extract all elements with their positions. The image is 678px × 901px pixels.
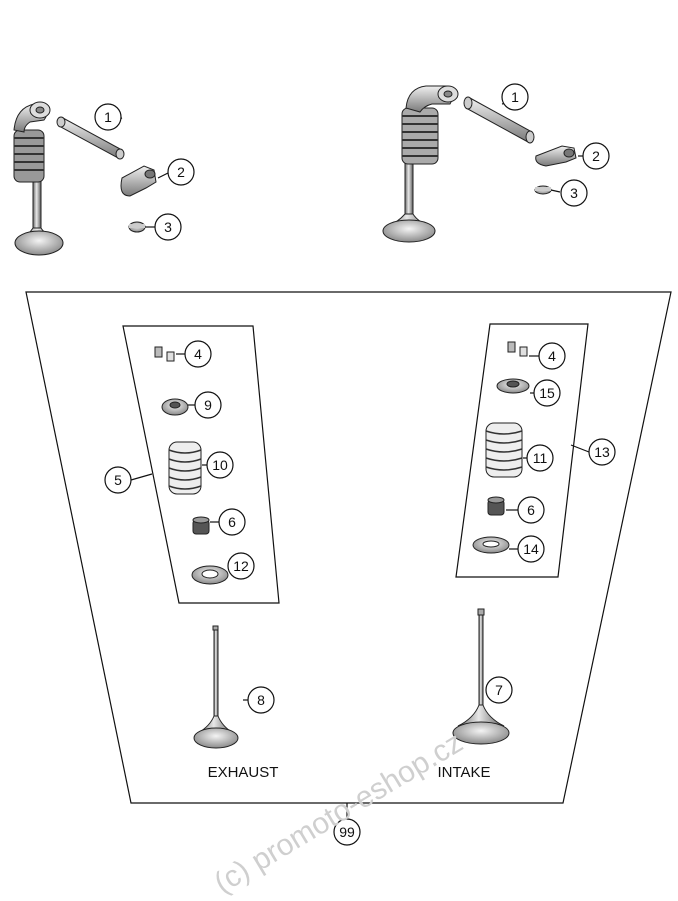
callout-6-exhaust[interactable]: 6 <box>218 508 246 536</box>
valve-seal-intake <box>487 496 505 516</box>
callout-12[interactable]: 12 <box>227 552 255 580</box>
svg-text:9: 9 <box>204 397 212 413</box>
spring-retainer-intake <box>496 378 530 394</box>
callout-9[interactable]: 9 <box>194 391 222 419</box>
callout-13[interactable]: 13 <box>588 438 616 466</box>
valve-seal-exhaust <box>192 516 210 535</box>
exhaust-valve <box>193 625 239 749</box>
callout-1-left[interactable]: 1 <box>94 103 122 131</box>
svg-text:13: 13 <box>594 444 610 460</box>
spring-seat-exhaust <box>191 565 229 585</box>
valve-spring-exhaust <box>168 441 202 495</box>
rocker-pad-left <box>128 221 146 233</box>
valve-spring-left <box>13 129 45 183</box>
callout-7[interactable]: 7 <box>485 676 513 704</box>
svg-text:1: 1 <box>104 109 112 125</box>
watermark: (c) promoto-eshop.cz <box>209 726 469 900</box>
exhaust-caption: EXHAUST <box>208 764 279 781</box>
valve-spring-right <box>401 107 439 165</box>
svg-text:99: 99 <box>339 824 355 840</box>
callout-99[interactable]: 99 <box>333 818 361 846</box>
svg-text:11: 11 <box>533 450 548 466</box>
svg-text:6: 6 <box>228 514 236 530</box>
valve-spring-intake <box>485 422 523 478</box>
svg-text:4: 4 <box>548 348 556 364</box>
rocker-pad-right <box>534 185 552 195</box>
callout-10[interactable]: 10 <box>206 451 234 479</box>
svg-text:4: 4 <box>194 346 202 362</box>
spring-seat-intake <box>472 536 510 554</box>
svg-text:7: 7 <box>495 682 503 698</box>
rocker-arm-left <box>120 165 157 197</box>
callout-4-exhaust[interactable]: 4 <box>184 340 212 368</box>
rocker-arm-right <box>535 145 577 167</box>
svg-text:12: 12 <box>233 558 249 574</box>
callout-1-right[interactable]: 1 <box>501 83 529 111</box>
svg-text:10: 10 <box>212 457 228 473</box>
svg-text:6: 6 <box>527 502 535 518</box>
callout-3-right[interactable]: 3 <box>560 179 588 207</box>
valve-keepers-exhaust <box>154 346 175 362</box>
intake-valve-assembly-right <box>382 85 459 243</box>
callout-14[interactable]: 14 <box>517 535 545 563</box>
svg-text:15: 15 <box>539 385 555 401</box>
callout-2-left[interactable]: 2 <box>167 158 195 186</box>
callout-8[interactable]: 8 <box>247 686 275 714</box>
callout-15[interactable]: 15 <box>533 379 561 407</box>
svg-text:2: 2 <box>592 148 600 164</box>
callout-5[interactable]: 5 <box>104 466 132 494</box>
callout-3-left[interactable]: 3 <box>154 213 182 241</box>
svg-text:2: 2 <box>177 164 185 180</box>
svg-text:5: 5 <box>114 472 122 488</box>
rocker-shaft-left <box>56 116 125 160</box>
intake-valve <box>452 608 510 745</box>
exhaust-kit-panel <box>122 325 280 604</box>
intake-kit-panel <box>455 323 589 578</box>
callout-6-intake[interactable]: 6 <box>517 496 545 524</box>
spring-retainer-exhaust <box>161 398 189 416</box>
callout-4-intake[interactable]: 4 <box>538 342 566 370</box>
svg-text:8: 8 <box>257 692 265 708</box>
callout-2-right[interactable]: 2 <box>582 142 610 170</box>
assembly-frame <box>25 291 672 804</box>
svg-text:3: 3 <box>164 219 172 235</box>
valve-keepers-intake <box>507 341 528 357</box>
svg-text:3: 3 <box>570 185 578 201</box>
svg-text:1: 1 <box>511 89 519 105</box>
svg-text:14: 14 <box>523 541 539 557</box>
intake-caption: INTAKE <box>437 764 490 781</box>
exhaust-valve-assembly-left <box>13 101 64 256</box>
callout-11[interactable]: 11 <box>526 444 554 472</box>
rocker-shaft-right <box>463 96 535 144</box>
